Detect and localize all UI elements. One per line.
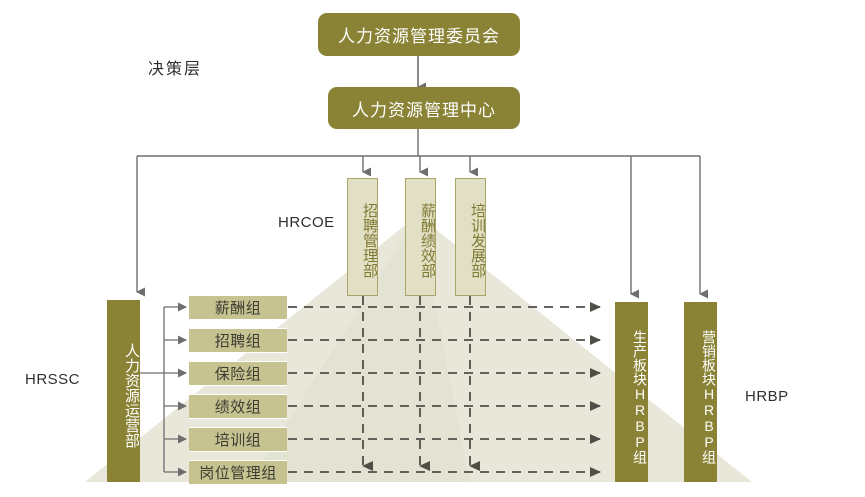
node-label: 薪酬绩效部	[419, 202, 436, 278]
node-label: 招聘组	[214, 333, 262, 350]
node-training-development-dept[interactable]: 培训发展部	[455, 178, 486, 296]
node-hr-operations-dept[interactable]: 人力资源运营部	[107, 300, 140, 482]
node-hr-management-committee[interactable]: 人力资源管理委员会	[318, 13, 520, 56]
node-insurance-group[interactable]: 保险组	[189, 361, 287, 386]
node-label: 人力资源运营部	[123, 342, 140, 448]
node-recruitment-group[interactable]: 招聘组	[189, 328, 287, 353]
node-label: 营销板块HRBP组	[701, 330, 717, 464]
node-recruitment-management-dept[interactable]: 招聘管理部	[347, 178, 378, 296]
hrssc-label: HRSSC	[25, 371, 81, 388]
node-label: 生产板块HRBP组	[632, 330, 648, 464]
hrcoe-label: HRCOE	[278, 214, 335, 231]
node-compensation-group[interactable]: 薪酬组	[189, 295, 287, 320]
decision-layer-label: 决策层	[148, 61, 203, 78]
node-label: 薪酬组	[214, 300, 262, 317]
node-label: 培训组	[214, 432, 262, 449]
node-label: 培训发展部	[469, 202, 486, 278]
node-production-hrbp-group[interactable]: 生产板块HRBP组	[615, 302, 648, 482]
node-label: 绩效组	[214, 399, 262, 416]
node-label: 人力资源管理中心	[352, 100, 496, 120]
node-label: 岗位管理组	[199, 465, 277, 482]
node-hr-management-center[interactable]: 人力资源管理中心	[328, 87, 520, 129]
node-marketing-hrbp-group[interactable]: 营销板块HRBP组	[684, 302, 717, 482]
node-position-management-group[interactable]: 岗位管理组	[189, 460, 287, 485]
node-performance-group[interactable]: 绩效组	[189, 394, 287, 419]
node-compensation-performance-dept[interactable]: 薪酬绩效部	[405, 178, 436, 296]
node-training-group[interactable]: 培训组	[189, 427, 287, 452]
node-label: 招聘管理部	[361, 202, 378, 278]
node-label: 保险组	[214, 366, 262, 383]
hrbp-label: HRBP	[745, 388, 789, 405]
node-label: 人力资源管理委员会	[338, 27, 500, 46]
